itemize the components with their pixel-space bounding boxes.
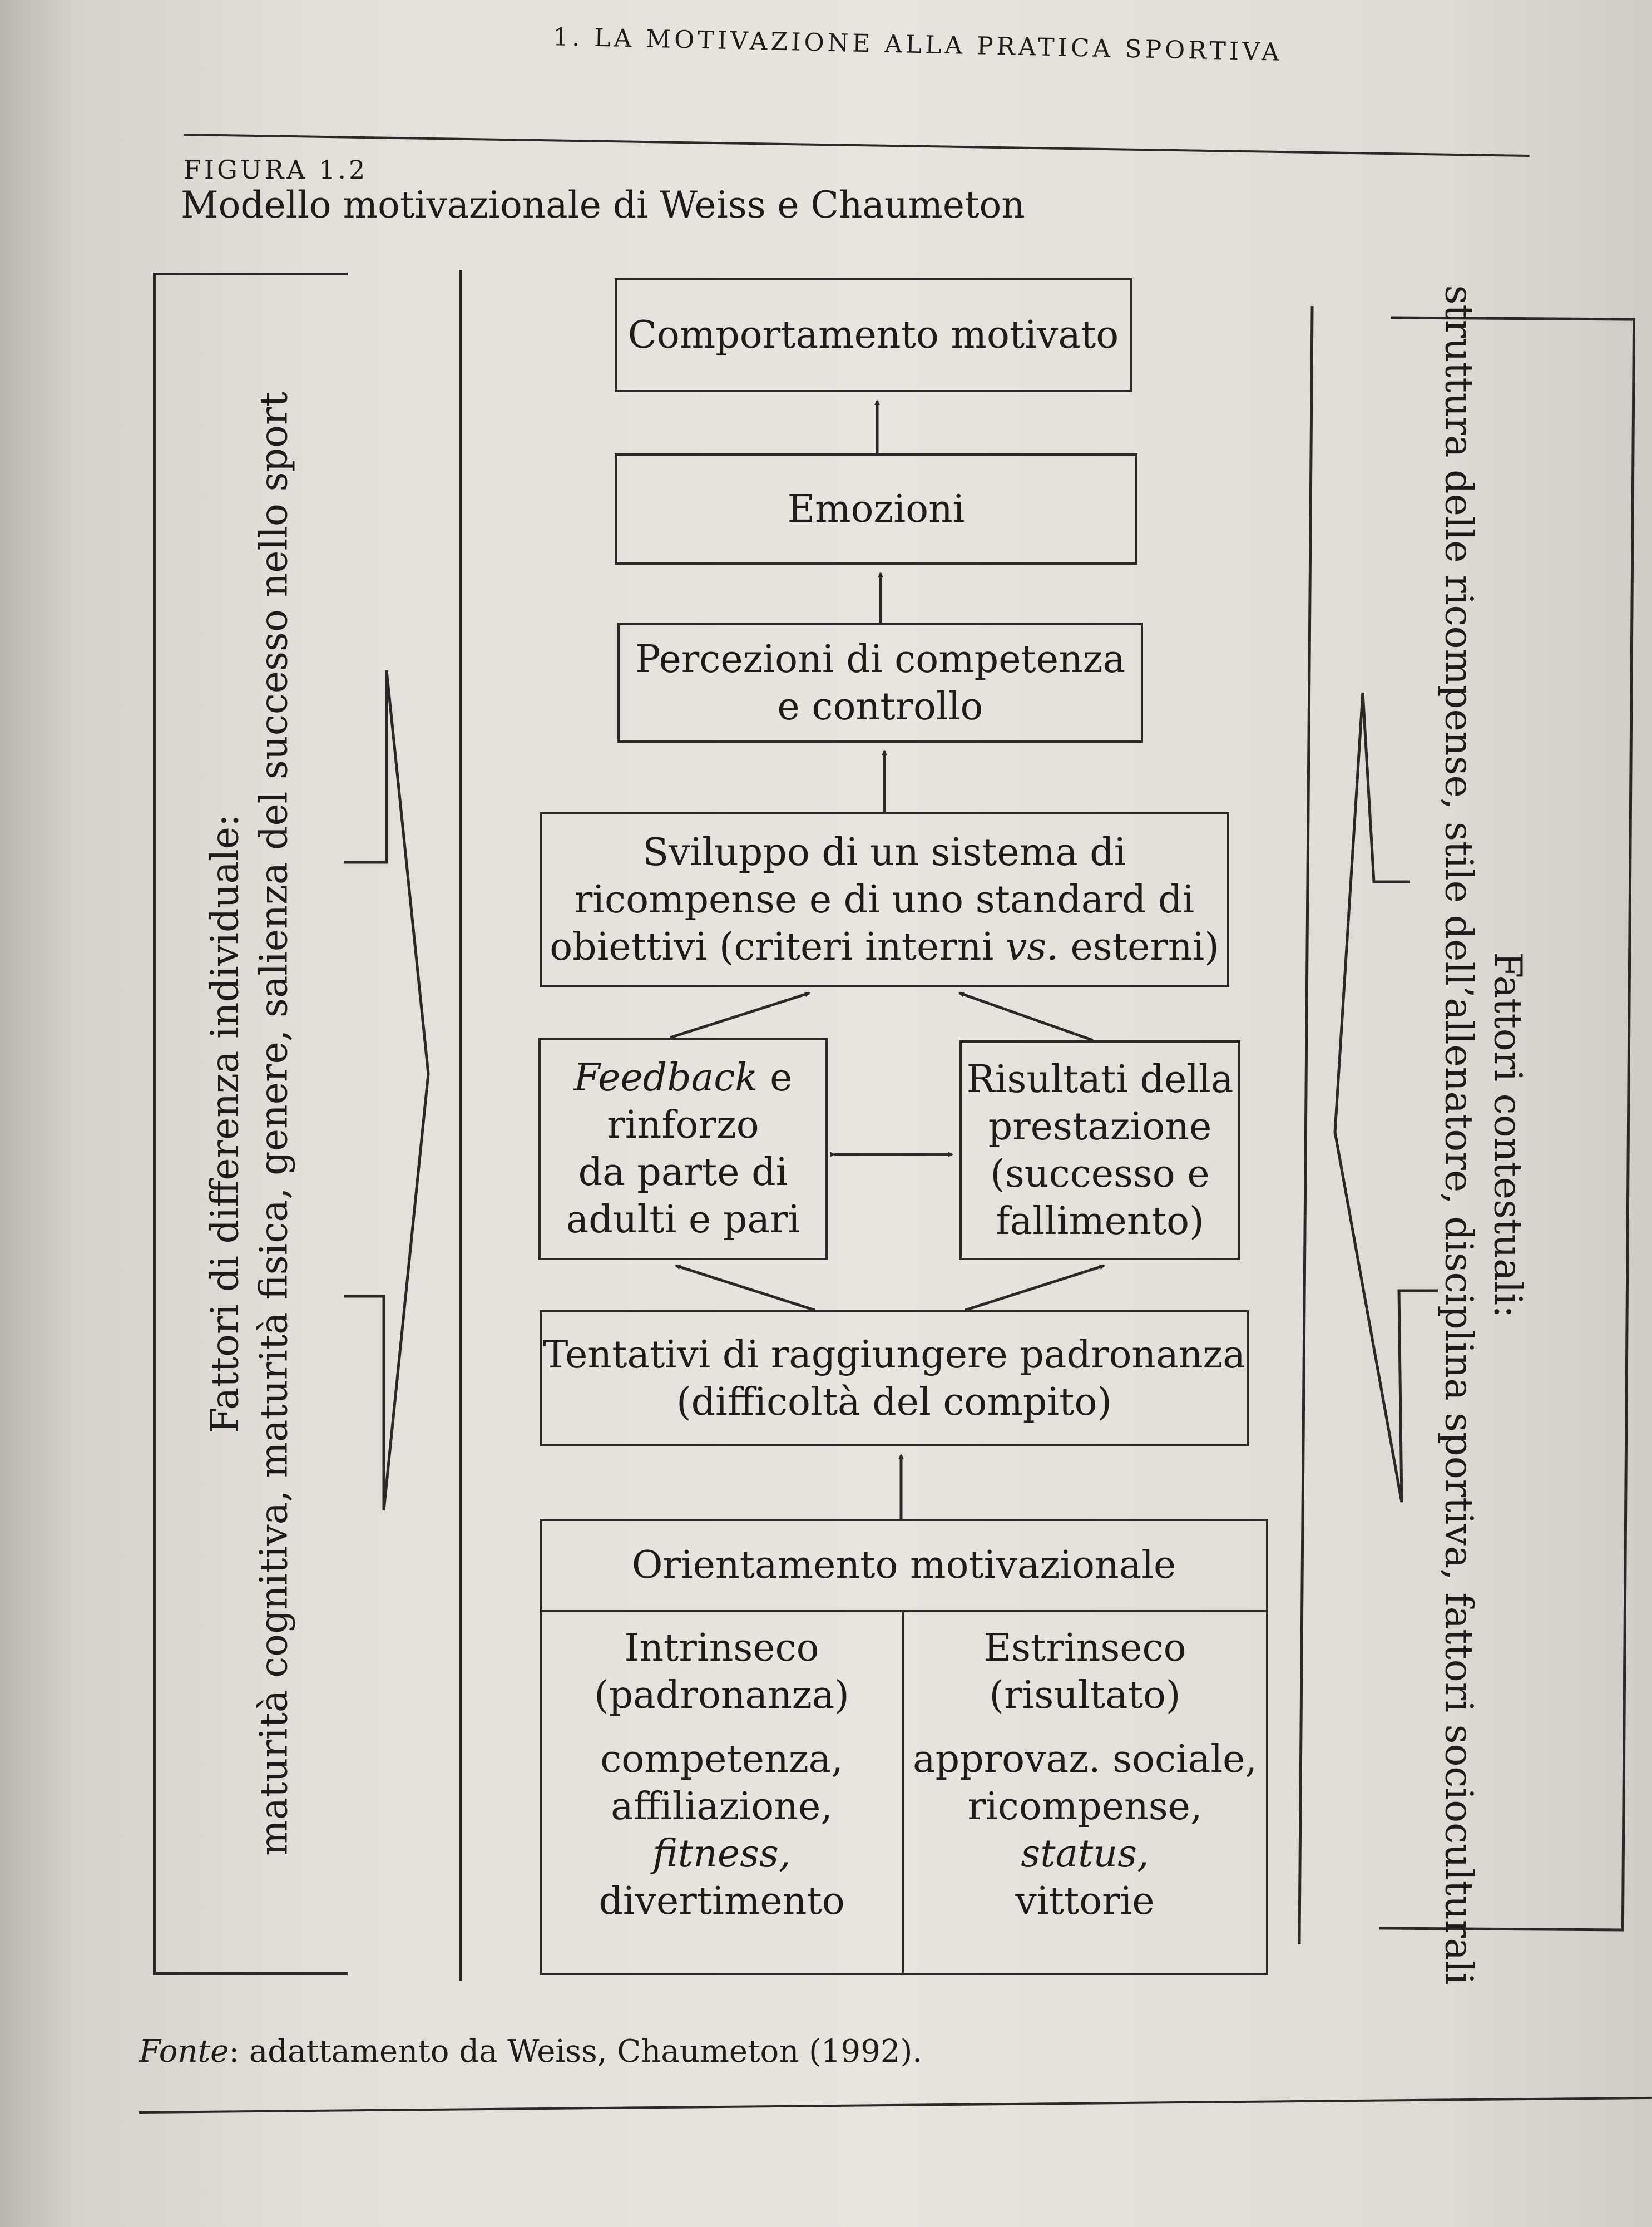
left-divider	[459, 270, 462, 1981]
left-chevron-arrow	[344, 670, 430, 1511]
intrinseco-column: Intrinseco (padronanza) competenza, affi…	[542, 1612, 904, 1975]
individual-factors-panel	[153, 273, 348, 1975]
orientamento-title: Orientamento motivazionale	[542, 1521, 1266, 1612]
figure-source: Fonte: adattamento da Weiss, Chaumeton (…	[139, 2033, 923, 2070]
arrow-feedback-to-sviluppo	[670, 991, 810, 1039]
intrinseco-item: affiliazione,	[611, 1785, 833, 1829]
box-comportamento-motivato: Comportamento motivato	[615, 278, 1132, 392]
box-risultati-prestazione: Risultati della prestazione (successo e …	[959, 1040, 1240, 1260]
figure-title: Modello motivazionale di Weiss e Chaumet…	[181, 184, 1025, 226]
box-tentativi-padronanza: Tentativi di raggiungere padronanza (dif…	[540, 1310, 1249, 1446]
box-emozioni: Emozioni	[615, 453, 1137, 565]
figure-label: FIGURA 1.2	[184, 155, 368, 185]
box-feedback-rinforzo: Feedback e rinforzo da parte di adulti e…	[538, 1038, 828, 1260]
arrow-tentativi-to-feedback	[675, 1264, 815, 1312]
intrinseco-item: fitness,	[652, 1832, 791, 1876]
estrinseco-heading: Estrinseco	[983, 1626, 1186, 1670]
arrow-tentativi-to-risultati	[965, 1264, 1105, 1312]
estrinseco-item: ricompense,	[967, 1785, 1203, 1829]
intrinseco-item: divertimento	[599, 1879, 845, 1923]
estrinseco-column: Estrinseco (risultato) approvaz. sociale…	[904, 1612, 1266, 1975]
estrinseco-item: vittorie	[1015, 1879, 1155, 1923]
estrinseco-item: status,	[1021, 1832, 1149, 1876]
right-chevron-arrow	[1333, 692, 1438, 1503]
box-percezioni: Percezioni di competenza e controllo	[617, 623, 1143, 743]
estrinseco-item: approvaz. sociale,	[913, 1737, 1257, 1781]
intrinseco-heading: Intrinseco	[624, 1626, 819, 1670]
orientamento-table: Orientamento motivazionale Intrinseco (p…	[540, 1519, 1268, 1975]
box-sviluppo-sistema: Sviluppo di un sistema di ricompense e d…	[540, 812, 1229, 987]
intrinseco-item: competenza,	[600, 1737, 843, 1781]
arrow-risultati-to-sviluppo	[958, 991, 1094, 1042]
